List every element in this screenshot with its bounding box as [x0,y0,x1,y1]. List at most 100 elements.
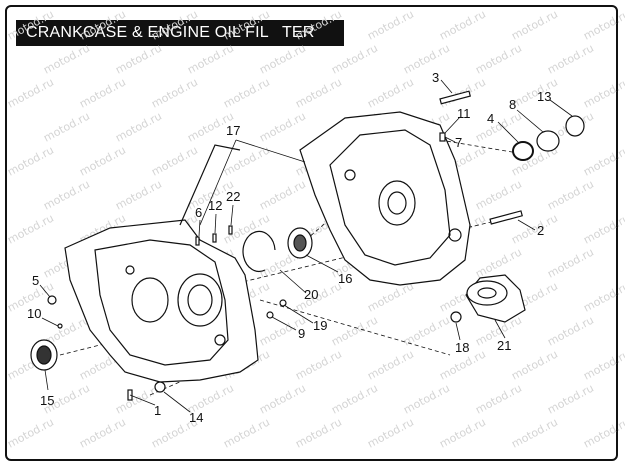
callout-2: 2 [537,223,544,238]
watermark-text: motod.ru [329,313,380,348]
watermark-text: motod.ru [581,7,625,42]
gasket [536,130,560,152]
watermark-text: motod.ru [581,415,625,450]
watermark-text: motod.ru [113,177,164,212]
callout-13: 13 [537,89,551,104]
watermark-text: motod.ru [473,381,524,416]
callout-20: 20 [304,287,318,302]
retaining-ring [242,230,276,273]
watermark-text: motod.ru [509,415,560,450]
watermark-text: motod.ru [293,415,344,450]
watermark-text: motod.ru [41,109,92,144]
oil-filter [465,274,526,323]
watermark-text: motod.ru [545,41,596,76]
fasteners [47,90,523,401]
watermark-text: motod.ru [149,75,200,110]
leader-lines [39,79,573,413]
callout-12: 12 [208,198,222,213]
watermark-text: motod.ru [545,381,596,416]
watermark-text: motod.ru [293,75,344,110]
callout-3: 3 [432,70,439,85]
diagram-title: CRANKCASE & ENGINE OIL FIL TER [16,20,344,46]
watermark-text: motod.ru [5,415,56,450]
watermark-text: motod.ru [509,75,560,110]
callout-8: 8 [509,97,516,112]
bearing [287,227,313,259]
watermark-text: motod.ru [581,211,625,246]
watermark-text: motod.ru [77,143,128,178]
watermark-text: motod.ru [437,7,488,42]
callout-9: 9 [298,326,305,341]
o-ring [512,141,534,161]
diagram-frame [5,5,618,461]
callout-18: 18 [455,340,469,355]
callout-5: 5 [32,273,39,288]
watermark-text: motod.ru [149,7,200,42]
watermark-text: motod.ru [257,381,308,416]
watermark-text: motod.ru [113,109,164,144]
callout-16: 16 [338,271,352,286]
watermark-text: motod.ru [185,41,236,76]
watermark-text: motod.ru [5,143,56,178]
callout-19: 19 [313,318,327,333]
watermark-text: motod.ru [329,381,380,416]
callout-10: 10 [27,306,41,321]
watermark-text: motod.ru [365,75,416,110]
watermark-text: motod.ru [221,75,272,110]
callout-6: 6 [195,205,202,220]
watermark-text: motod.ru [473,109,524,144]
watermark-text: motod.ru [293,347,344,382]
watermark-text: motod.ru [545,177,596,212]
watermark-text: motod.ru [545,245,596,280]
watermark-text: motod.ru [221,7,272,42]
watermark-text: motod.ru [545,313,596,348]
left-crankcase-half [64,144,259,383]
watermark-text: motod.ru [581,347,625,382]
callout-4: 4 [487,111,494,126]
watermark-text: motod.ru [365,279,416,314]
watermark-text: motod.ru [149,143,200,178]
watermark-text: motod.ru [113,41,164,76]
watermark-text: motod.ru [365,415,416,450]
ring [565,115,585,137]
watermark-text: motod.ru [401,41,452,76]
watermark-text: motod.ru [5,7,56,42]
callout-22: 22 [226,189,240,204]
callout-labels: 1 2 3 4 5 6 7 8 9 10 11 12 13 14 15 16 1… [27,70,551,425]
watermark-text: motod.ru [581,75,625,110]
watermark-text: motod.ru [509,7,560,42]
watermark-text: motod.ru [257,41,308,76]
oil-seal [30,339,58,371]
watermark-text: motod.ru [5,75,56,110]
watermark-text: motod.ru [257,109,308,144]
watermark-text: motod.ru [581,279,625,314]
watermark-text: motod.ru [293,279,344,314]
watermark-text: motod.ru [77,415,128,450]
watermark-text: motod.ru [41,41,92,76]
watermark-text: motod.ru [77,75,128,110]
watermark-text: motod.ru [329,41,380,76]
right-crankcase-half [299,111,471,286]
watermark-text: motod.ru [437,415,488,450]
watermark-text: motod.ru [473,41,524,76]
watermark-text: motod.ru [221,415,272,450]
callout-1: 1 [154,403,161,418]
callout-21: 21 [497,338,511,353]
callout-7: 7 [455,135,462,150]
callout-15: 15 [40,393,54,408]
watermark-text: motod.ru [77,7,128,42]
watermark-text: motod.ru [41,177,92,212]
callout-11: 11 [457,106,471,121]
callout-17: 17 [226,123,240,138]
watermark-text: motod.ru [365,7,416,42]
callout-14: 14 [189,410,203,425]
watermark-text: motod.ru [581,143,625,178]
watermark-text: motod.ru [401,381,452,416]
watermark-text: motod.ru [5,211,56,246]
watermark-text: motod.ru [365,347,416,382]
watermark-text: motod.ru [293,7,344,42]
watermark-text: motod.ru [473,177,524,212]
